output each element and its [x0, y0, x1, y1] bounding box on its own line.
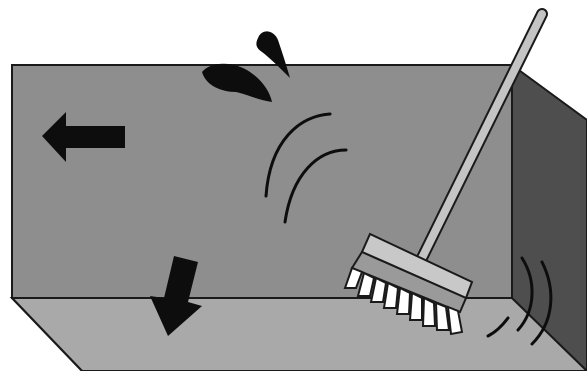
- floor: [12, 298, 587, 371]
- back-wall: [12, 65, 512, 298]
- bristle: [423, 298, 435, 326]
- bristle: [397, 288, 410, 314]
- bristle: [410, 293, 422, 320]
